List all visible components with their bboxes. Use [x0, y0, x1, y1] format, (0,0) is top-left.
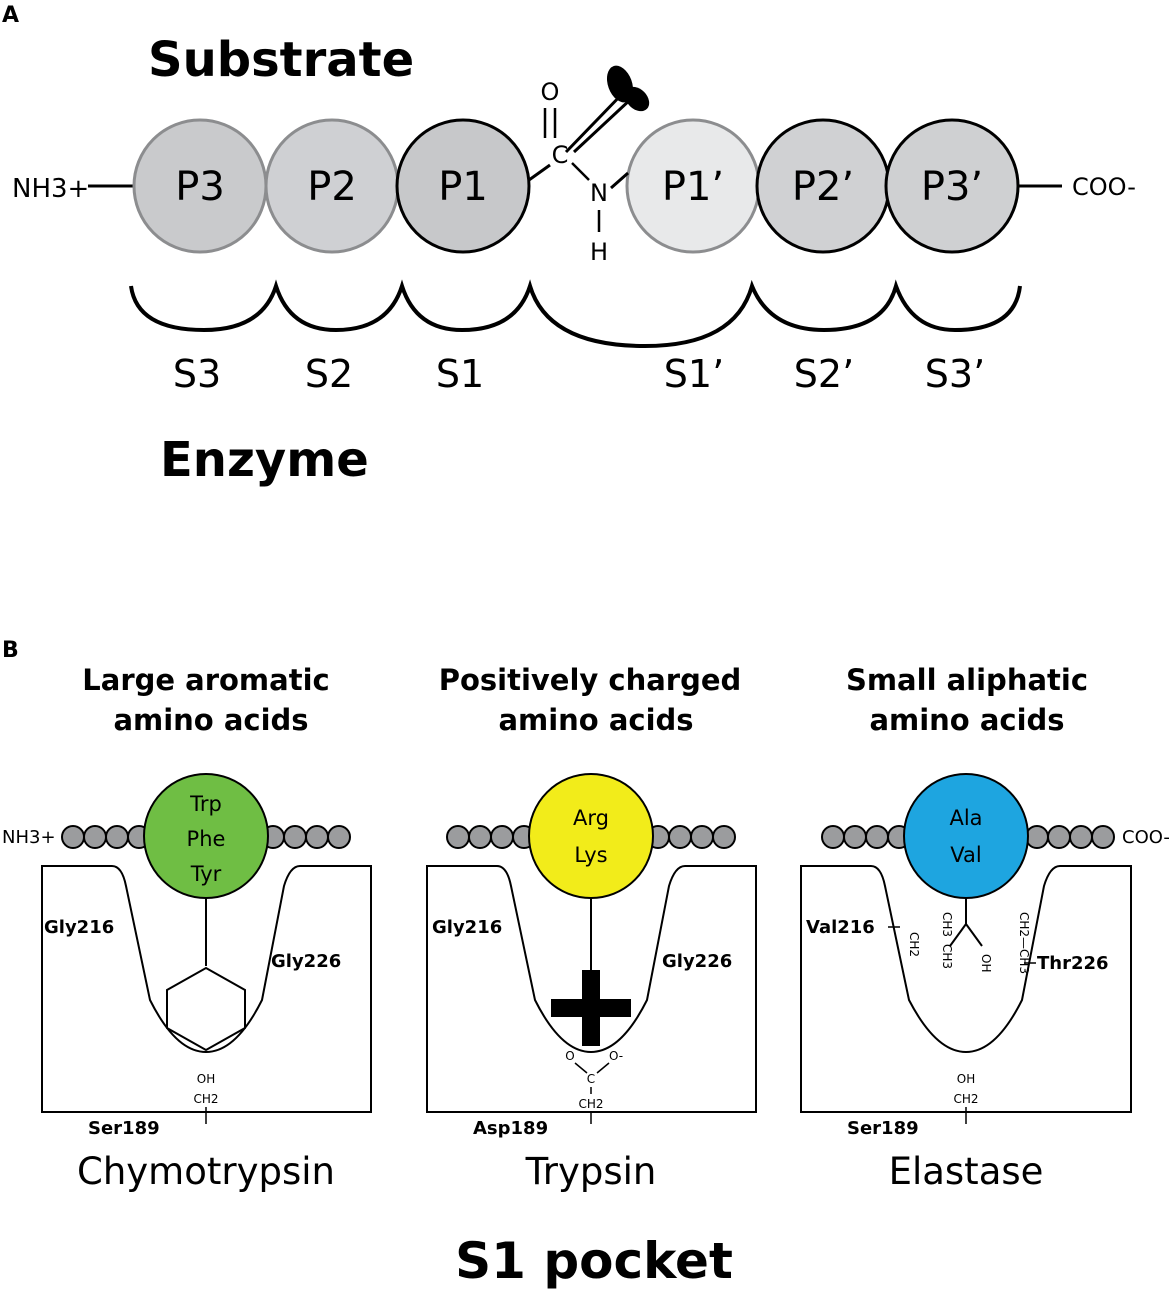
gly216-label: Gly216	[44, 917, 114, 938]
svg-text:O: O	[565, 1049, 574, 1063]
enzyme-elastase: Elastase	[889, 1150, 1044, 1193]
peptide-beads-left	[821, 825, 911, 849]
thr226-label: Thr226	[1037, 953, 1109, 974]
val216-ch2: CH2	[907, 932, 921, 957]
peptide-beads-right	[261, 825, 351, 849]
pocket-3-title-line1: Small aliphatic	[846, 663, 1088, 697]
asp189-label: Asp189	[473, 1118, 548, 1139]
enzyme-label: Enzyme	[160, 432, 369, 488]
pocket-2-title-line2: amino acids	[498, 703, 693, 737]
peptide-beads-left	[61, 825, 151, 849]
carboxylate-group: O C O-	[565, 1049, 623, 1094]
val216-label: Val216	[806, 917, 875, 938]
ser189-ch2: CH2	[193, 1092, 218, 1106]
residue-p1: P1	[395, 118, 531, 254]
residue-phe: Phe	[187, 827, 226, 851]
n-terminus-text: NH3+	[12, 174, 89, 204]
substrate-label: Substrate	[148, 32, 414, 88]
pocket-chymotrypsin: Trp Phe Tyr Gly216 Gly226 OH CH2 Ser189 …	[41, 773, 372, 1193]
residue-p1-prime: P1’	[625, 118, 761, 254]
ser189-label: Ser189	[847, 1118, 919, 1139]
n-terminus-label: NH3+	[12, 174, 89, 204]
scissors-icon	[564, 65, 650, 154]
residue-p2-prime: P2’	[755, 118, 891, 254]
residue-p2-prime-label: P2’	[792, 164, 854, 210]
residue-p1-label: P1	[438, 164, 488, 210]
residue-tyr: Tyr	[190, 862, 222, 886]
subsite-s2: S2	[305, 352, 353, 396]
gly226-label: Gly226	[662, 951, 732, 972]
val216-ch3-b: CH3	[940, 944, 954, 969]
residue-p2-label: P2	[307, 164, 357, 210]
c-terminus-label: COO-	[1072, 173, 1136, 201]
residue-ala: Ala	[949, 806, 982, 830]
residue-p2: P2	[264, 118, 400, 254]
residue-p3-prime-label: P3’	[921, 164, 983, 210]
gly226-label: Gly226	[271, 951, 341, 972]
pocket-1-title-line2: amino acids	[113, 703, 308, 737]
residue-p1-circle	[395, 118, 531, 254]
svg-text:O-: O-	[609, 1049, 623, 1063]
residue-arg: Arg	[573, 806, 609, 830]
subsite-labels: S3 S2 S1 S1’ S2’ S3’	[173, 352, 985, 396]
val216-ch3-a: CH3	[940, 912, 954, 937]
plus-charge-icon	[551, 970, 631, 1046]
pocket-1-title-line1: Large aromatic	[82, 663, 329, 697]
pocket-outline	[41, 865, 372, 1113]
amide-n: N	[590, 179, 608, 207]
peptide-beads-right	[646, 825, 736, 849]
enzyme-subsite-curve	[129, 279, 1022, 349]
carbonyl-c: C	[552, 141, 569, 169]
residue-p3: P3	[132, 118, 268, 254]
gly216-label: Gly216	[432, 917, 502, 938]
carbonyl-o: O	[541, 78, 560, 106]
pocket-trypsin: Arg Lys Gly216 Gly226 O C O- CH2 Asp189 …	[426, 773, 757, 1193]
ser189-ch2: CH2	[953, 1092, 978, 1106]
peptide-beads-right	[1025, 825, 1115, 849]
panel-a: A Substrate NH3+ COO- P3 P2 P1 P1’ P2	[2, 3, 1136, 488]
residue-ball-aliphatic	[903, 773, 1029, 899]
panel-b-label: B	[2, 638, 19, 663]
subsite-s3: S3	[173, 352, 221, 396]
subsite-s2-prime: S2’	[794, 352, 854, 396]
thr226-oh: OH	[979, 954, 993, 972]
subsite-s3-prime: S3’	[925, 352, 985, 396]
subsite-s1: S1	[436, 352, 484, 396]
ser189-oh: OH	[957, 1072, 975, 1086]
residue-ball-positive	[528, 773, 654, 899]
residue-val: Val	[950, 843, 981, 867]
panel-a-label: A	[2, 3, 19, 28]
b-c-terminus: COO-	[1122, 827, 1170, 848]
ser189-label: Ser189	[88, 1118, 160, 1139]
asp189-ch2: CH2	[578, 1097, 603, 1111]
svg-text:C: C	[587, 1072, 595, 1086]
enzyme-trypsin: Trypsin	[525, 1150, 657, 1193]
residue-p3-prime-circle	[884, 118, 1020, 254]
residue-p1-prime-label: P1’	[662, 164, 724, 210]
b-n-terminus: NH3+	[2, 827, 56, 848]
amide-h: H	[590, 238, 608, 266]
benzene-ring	[166, 966, 246, 1052]
peptide-beads-left	[446, 825, 536, 849]
residue-p3-prime: P3’	[884, 118, 1020, 254]
peptide-bond: O C N H	[528, 78, 629, 266]
pocket-2-title-line1: Positively charged	[439, 663, 742, 697]
enzyme-chymotrypsin: Chymotrypsin	[77, 1150, 335, 1193]
thr226-chain: CH2—CH3	[1017, 912, 1031, 974]
s1-pocket-caption: S1 pocket	[455, 1232, 733, 1289]
residue-ball-aromatic	[143, 773, 269, 899]
residue-trp: Trp	[189, 792, 222, 816]
panel-b: B Large aromatic amino acids Positively …	[2, 638, 1170, 1289]
pocket-elastase: Ala Val Val216 CH3 CH2 CH3 OH CH2—CH3 Th…	[800, 773, 1132, 1193]
residue-lys: Lys	[574, 843, 607, 867]
pocket-outline	[426, 865, 757, 1113]
ser189-oh: OH	[197, 1072, 215, 1086]
subsite-s1-prime: S1’	[664, 352, 724, 396]
pocket-outline	[800, 865, 1132, 1113]
residue-p3-label: P3	[175, 164, 225, 210]
pocket-3-title-line2: amino acids	[869, 703, 1064, 737]
